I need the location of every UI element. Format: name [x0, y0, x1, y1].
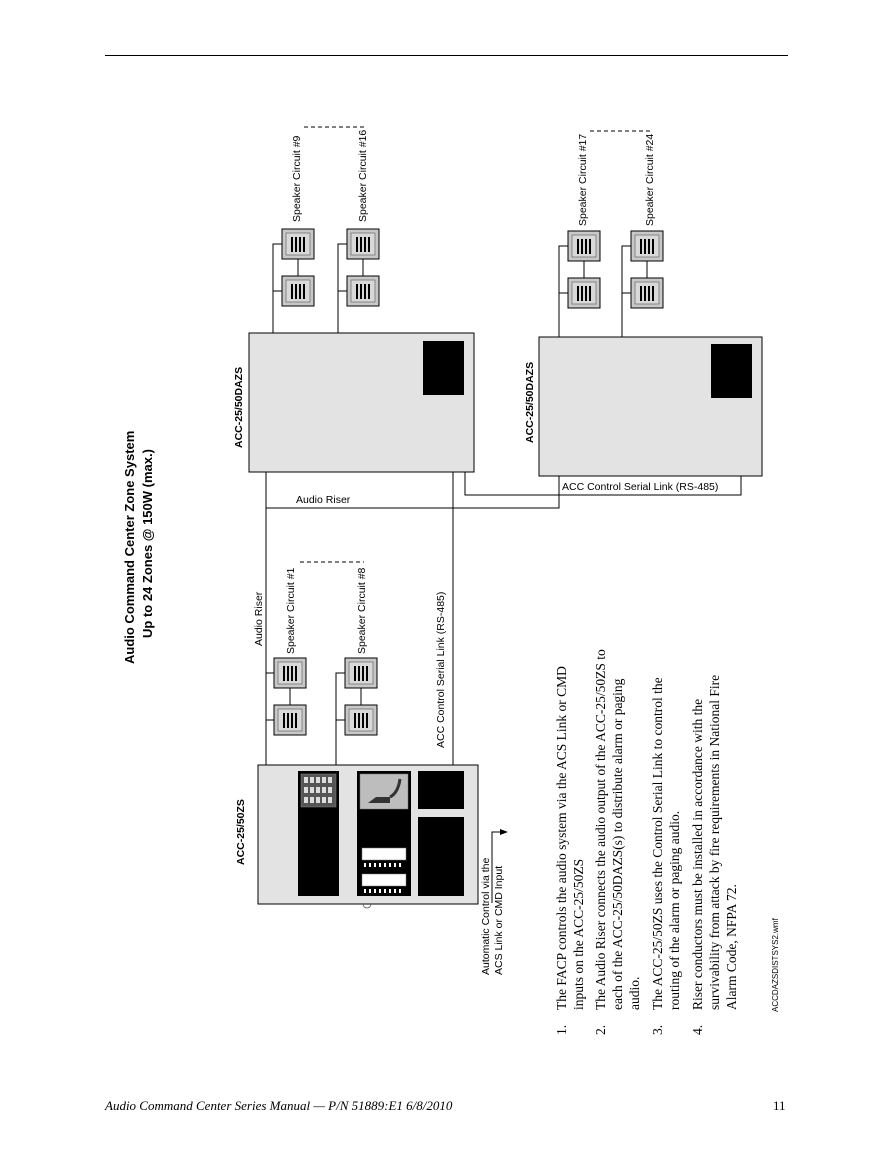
serial-link-horizontal-label: ACC Control Serial Link (RS-485) — [562, 481, 718, 493]
diagram-filename: ACCDAZSDISTSYS2.wmf — [771, 917, 780, 1012]
speaker-1b-icon — [273, 657, 307, 689]
speaker-17a-icon — [567, 277, 601, 309]
speaker-17b-icon — [567, 230, 601, 262]
audio-riser-vertical-label: Audio Riser — [253, 591, 265, 646]
main-unit-label: ACC-25/50ZS — [235, 799, 247, 865]
speaker-circuit-17-label: Speaker Circuit #17 — [577, 134, 589, 226]
daz-unit-1-label: ACC-25/50DAZS — [233, 367, 245, 448]
note-3-line1: The ACC-25/50ZS uses the Control Serial … — [650, 677, 665, 1010]
speaker-9b-icon — [281, 228, 315, 260]
auto-control-label-line2: ACS Link or CMD Input — [493, 866, 505, 975]
speaker-circuit-24-label: Speaker Circuit #24 — [644, 134, 656, 226]
speaker-16b-icon — [346, 228, 380, 260]
speaker-circuit-16-label: Speaker Circuit #16 — [357, 130, 369, 222]
main-unit-amplifier-icon — [361, 847, 407, 861]
note-2-line2: each of the ACC-25/50DAZS(s) to distribu… — [610, 678, 625, 1010]
daz-unit-2-label: ACC-25/50DAZS — [524, 362, 536, 443]
auto-control-label-line1: Automatic Control via the — [480, 858, 492, 975]
speaker-24b-icon — [630, 230, 664, 262]
speaker-8b-icon — [344, 657, 378, 689]
note-2-line3: audio. — [627, 977, 642, 1010]
speaker-circuit-1-label: Speaker Circuit #1 — [285, 567, 297, 654]
header-rule — [105, 55, 788, 56]
speaker-8a-icon — [344, 704, 378, 736]
speaker-9a-icon — [281, 275, 315, 307]
diagram-title: Audio Command Center Zone System — [122, 431, 137, 664]
diagram-subtitle: Up to 24 Zones @ 150W (max.) — [140, 449, 155, 638]
speaker-1a-icon — [273, 704, 307, 736]
speaker-16a-icon — [346, 275, 380, 307]
note-4-line1: Riser conductors must be installed in ac… — [690, 699, 705, 1010]
page-number: 11 — [773, 1098, 786, 1113]
note-4-line3: Alarm Code, NFPA 72. — [724, 884, 739, 1010]
note-1-line1: The FACP controls the audio system via t… — [554, 666, 569, 1010]
serial-link-vertical-label: ACC Control Serial Link (RS-485) — [435, 592, 447, 748]
note-1-line2: inputs on the ACC-25/50ZS — [571, 859, 586, 1010]
serial-link-line — [452, 472, 742, 765]
note-4-line2: survivability from attack by fire requir… — [707, 675, 722, 1010]
note-4-number: 4. — [690, 1025, 705, 1035]
daz-unit-1-display — [423, 341, 464, 395]
speaker-circuit-8-label: Speaker Circuit #8 — [356, 567, 368, 654]
main-unit-microphone-icon — [359, 773, 409, 810]
note-1-number: 1. — [554, 1025, 569, 1035]
note-3-number: 3. — [650, 1025, 665, 1035]
note-3-line2: routing of the alarm or paging audio. — [667, 811, 682, 1010]
note-2-line1: The Audio Riser connects the audio outpu… — [593, 649, 608, 1010]
daz-unit-2-display — [711, 344, 752, 398]
audio-riser-horizontal-label: Audio Riser — [296, 494, 351, 506]
speaker-24a-icon — [630, 277, 664, 309]
footer-manual-title: Audio Command Center Series Manual — P/N… — [105, 1098, 453, 1113]
audio-riser-line — [265, 472, 560, 765]
note-2-number: 2. — [593, 1025, 608, 1035]
speaker-circuit-9-label: Speaker Circuit #9 — [291, 135, 303, 222]
